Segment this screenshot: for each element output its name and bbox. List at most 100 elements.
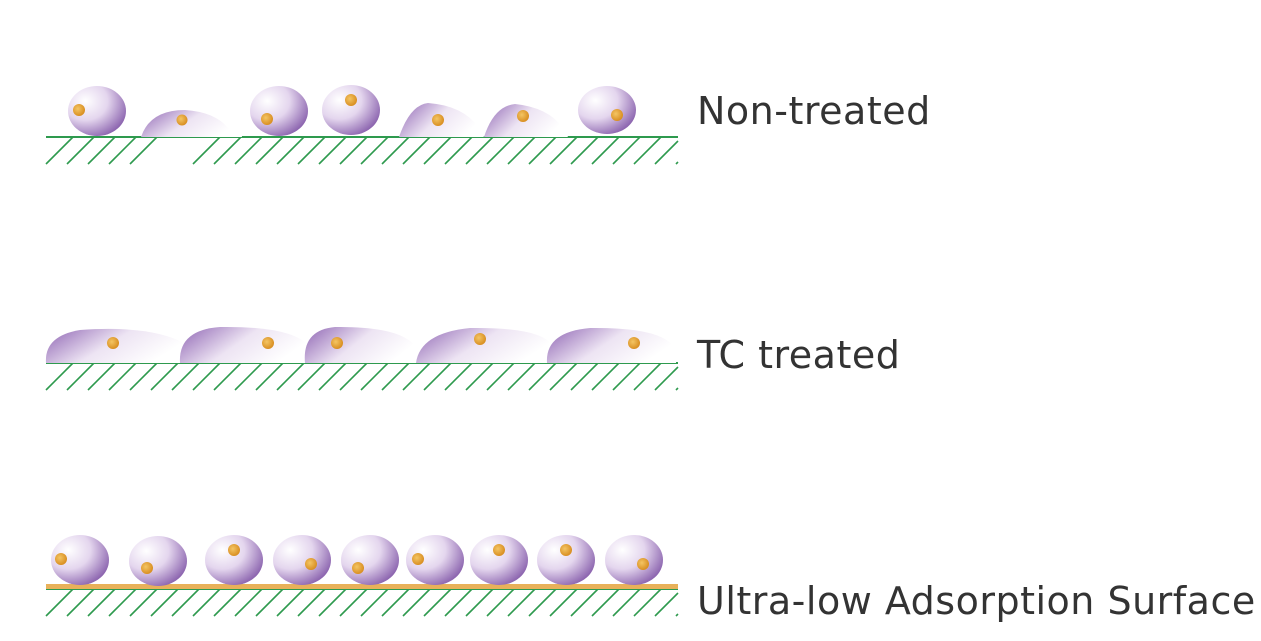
cell-icon <box>546 327 676 363</box>
hatch-mark <box>360 588 389 617</box>
hatch-mark <box>255 588 284 617</box>
nucleus-icon <box>560 544 572 556</box>
hatch-mark <box>402 362 431 391</box>
hatch-mark <box>633 588 662 617</box>
label-tc-treated: TC treated <box>697 333 901 377</box>
hatch-mark <box>423 588 452 617</box>
hatch-mark <box>633 136 662 165</box>
nucleus-icon <box>228 544 240 556</box>
hatch-mark <box>297 136 326 165</box>
hatch-mark <box>150 362 179 391</box>
nucleus-icon <box>637 558 649 570</box>
hatch-mark <box>276 588 305 617</box>
substrate-non-treated <box>45 136 679 165</box>
hatch-mark <box>654 140 679 165</box>
nucleus-icon <box>141 562 153 574</box>
nucleus-icon <box>493 544 505 556</box>
label-non-treated: Non-treated <box>697 89 931 133</box>
cell-icon <box>416 327 552 363</box>
hatch-mark <box>192 136 221 165</box>
hatch-mark <box>444 136 473 165</box>
hatch-mark <box>297 362 326 391</box>
cell-icon <box>141 110 242 137</box>
hatch-mark <box>402 136 431 165</box>
cell-icon <box>578 86 636 134</box>
nucleus-icon <box>107 337 119 349</box>
cell-icon <box>179 326 308 363</box>
panel-ultra-low-adsorption <box>45 535 679 617</box>
hatch-mark <box>675 387 679 391</box>
cell-icon <box>273 535 331 585</box>
hatch-mark <box>339 136 368 165</box>
hatch-mark <box>171 362 200 391</box>
hatch-mark <box>213 588 242 617</box>
hatch-mark <box>507 588 536 617</box>
nucleus-icon <box>331 337 343 349</box>
hatch-mark <box>402 588 431 617</box>
hatch-mark <box>465 588 494 617</box>
cell-icon <box>129 536 187 586</box>
hatch-mark <box>171 588 200 617</box>
hatch-mark <box>87 136 116 165</box>
cell-icon <box>68 86 126 136</box>
hatch-mark <box>318 588 347 617</box>
hatch-mark <box>486 136 515 165</box>
cell-icon <box>51 535 109 585</box>
hatch-mark <box>255 136 284 165</box>
hatch-mark <box>318 136 347 165</box>
nucleus-icon <box>305 558 317 570</box>
hatch-mark <box>66 362 95 391</box>
hatch-mark <box>276 136 305 165</box>
nucleus-icon <box>412 553 424 565</box>
hatch-mark <box>612 362 641 391</box>
hatch-mark <box>192 362 221 391</box>
hatch-mark <box>108 136 137 165</box>
hatch-mark <box>507 362 536 391</box>
hatch-mark <box>318 362 347 391</box>
hatch-mark <box>66 588 95 617</box>
cell-icon <box>250 86 308 136</box>
hatch-mark <box>486 588 515 617</box>
hatch-mark <box>570 136 599 165</box>
hatch-mark <box>66 136 95 165</box>
hatch-mark <box>255 362 284 391</box>
hatch-mark <box>612 136 641 165</box>
hatch-mark <box>45 136 74 165</box>
cell-icon <box>537 535 595 585</box>
hatch-mark <box>633 362 662 391</box>
hatch-mark <box>612 588 641 617</box>
hatch-mark <box>423 136 452 165</box>
cell-icon <box>470 535 528 585</box>
hatch-mark <box>381 362 410 391</box>
hatch-mark <box>234 588 263 617</box>
hatch-mark <box>213 136 242 165</box>
hatch-mark <box>444 362 473 391</box>
nucleus-icon <box>176 114 188 126</box>
hatch-mark <box>234 362 263 391</box>
nucleus-icon <box>73 104 85 116</box>
hatch-mark <box>45 588 74 617</box>
nucleus-icon <box>345 94 357 106</box>
nucleus-icon <box>628 337 640 349</box>
hatch-mark <box>486 362 515 391</box>
hatch-mark <box>87 362 116 391</box>
hatch-mark <box>360 362 389 391</box>
cell-icon <box>341 535 399 585</box>
hatch-mark <box>591 588 620 617</box>
panel-tc-treated <box>45 326 679 391</box>
hatch-mark <box>591 136 620 165</box>
hatch-mark <box>549 362 578 391</box>
cell-icon <box>406 535 464 585</box>
hatch-mark <box>381 136 410 165</box>
hatch-mark <box>528 362 557 391</box>
hatch-mark <box>528 136 557 165</box>
hatch-mark <box>654 592 679 617</box>
hatch-mark <box>339 362 368 391</box>
hatch-mark <box>108 362 137 391</box>
cell-icon <box>322 85 380 135</box>
hatch-mark <box>570 588 599 617</box>
hatch-mark <box>108 588 137 617</box>
hatch-mark <box>591 362 620 391</box>
